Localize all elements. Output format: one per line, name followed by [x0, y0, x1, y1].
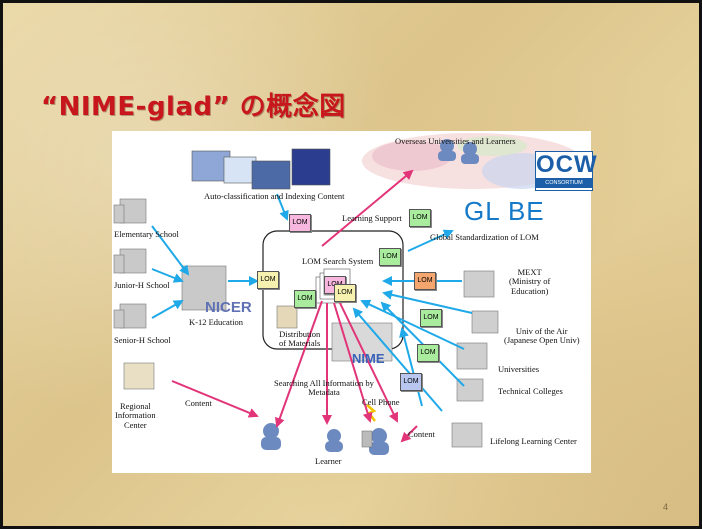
lom-box-univ-air: LOM [420, 309, 442, 327]
label-mext: MEXT (Ministry of Education) [509, 267, 551, 296]
label-learner: Learner [315, 456, 342, 466]
label-global-std: Global Standardization of LOM [430, 232, 539, 242]
lom-box-distribution: LOM [294, 290, 316, 308]
label-content-left: Content [185, 398, 212, 408]
label-searching: Searching All Information by Metadata [274, 378, 374, 398]
page-number: 4 [663, 502, 669, 512]
lom-box-top: LOM [289, 214, 311, 232]
label-k12: K-12 Education [189, 317, 244, 327]
lom-box-k12: LOM [257, 271, 279, 289]
label-overseas: Overseas Universities and Learners [395, 136, 516, 146]
concept-diagram: LOM LOM LOM LOM LOM LOM LOM LOM LOM LOM … [112, 131, 597, 473]
pink-arrows [171, 169, 418, 443]
label-distribution: Distribution of Materials [279, 329, 321, 349]
label-regional: Regional Information Center [115, 401, 156, 430]
label-elementary: Elementary School [114, 229, 179, 239]
lom-box-global: LOM [379, 248, 401, 266]
ocw-logo: OCW CONSORTIUM [535, 151, 597, 191]
label-cell-phone: Cell Phone [362, 397, 400, 407]
label-universities: Universities [498, 364, 540, 374]
lom-box-search-2: LOM [334, 284, 356, 302]
nime-logo: NIME [352, 351, 385, 366]
institution-buildings [276, 270, 499, 448]
lom-box-mext: LOM [414, 272, 436, 290]
user-figures [261, 139, 479, 455]
label-lom-search: LOM Search System [302, 256, 374, 266]
slide-title: “NIME-glad” の概念図 [41, 92, 346, 122]
label-learning-support: Learning Support [342, 213, 402, 223]
label-content-right: Content [408, 429, 435, 439]
label-lifelong: Lifelong Learning Center [490, 436, 577, 446]
lom-box-technical: LOM [400, 373, 422, 391]
globe-logo: GL BE [464, 196, 545, 226]
label-technical: Technical Colleges [498, 386, 563, 396]
lom-box-overseas: LOM [409, 209, 431, 227]
label-senior: Senior-H School [114, 335, 171, 345]
content-screenshots [191, 148, 331, 190]
label-univ-air: Univ of the Air (Japanese Open Univ) [504, 326, 580, 346]
school-buildings [113, 198, 227, 390]
diagram-graphics [113, 133, 582, 455]
label-auto-class: Auto-classification and Indexing Content [204, 191, 345, 201]
lom-box-universities: LOM [417, 344, 439, 362]
label-junior: Junior-H School [114, 280, 170, 290]
nicer-logo: NICER [205, 299, 252, 316]
